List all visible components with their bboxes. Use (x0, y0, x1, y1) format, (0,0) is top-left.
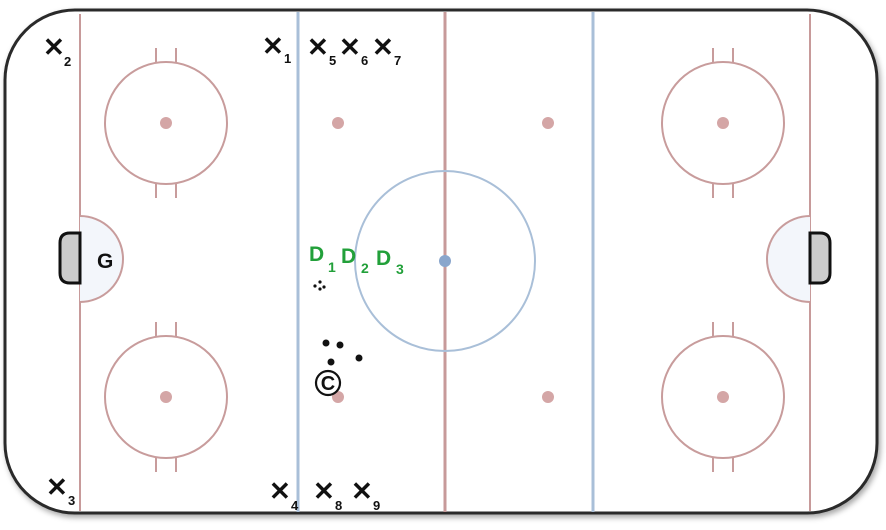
neutral-dot (332, 117, 344, 129)
faceoff-circle-left-bottom (104, 322, 228, 472)
svg-text:1: 1 (284, 51, 291, 66)
svg-text:6: 6 (361, 53, 368, 68)
svg-text:8: 8 (335, 498, 342, 513)
svg-text:✕: ✕ (307, 32, 329, 62)
svg-text:✕: ✕ (43, 32, 65, 62)
svg-text:9: 9 (373, 498, 380, 513)
svg-text:2: 2 (361, 260, 369, 276)
player-marker-1: ✕ 1 (262, 31, 291, 66)
faceoff-dot (160, 391, 172, 403)
defender-marker-3: D 3 (376, 247, 404, 277)
svg-text:✕: ✕ (262, 31, 284, 61)
faceoff-circle-right-bottom (661, 322, 785, 472)
svg-text:3: 3 (68, 493, 75, 508)
svg-text:D: D (341, 245, 356, 268)
svg-text:2: 2 (64, 54, 71, 69)
left-goal-net (58, 231, 82, 285)
svg-text:D: D (309, 243, 324, 266)
player-marker-9: ✕ 9 (351, 476, 380, 513)
coach-marker: C (314, 369, 342, 397)
svg-text:C: C (321, 373, 335, 395)
svg-text:5: 5 (329, 53, 336, 68)
faceoff-circle-right-top (661, 48, 785, 198)
center-faceoff-circle (354, 170, 536, 352)
player-marker-3: ✕ 3 (46, 472, 75, 508)
svg-text:✕: ✕ (351, 476, 373, 506)
goalie-label: G (97, 250, 113, 273)
player-marker-8: ✕ 8 (313, 476, 342, 513)
player-marker-7: ✕ 7 (372, 32, 401, 68)
right-goal-crease (766, 215, 811, 303)
faceoff-dot (717, 391, 729, 403)
player-marker-6: ✕ 6 (339, 32, 368, 68)
right-goal-net (808, 231, 832, 285)
svg-text:✕: ✕ (269, 476, 291, 506)
neutral-dot (542, 117, 554, 129)
player-marker-2: ✕ 2 (43, 32, 71, 69)
left-goal-crease (79, 215, 124, 303)
pucks (322, 339, 363, 366)
center-faceoff-dot (439, 255, 451, 267)
svg-text:✕: ✕ (339, 32, 361, 62)
player-marker-4: ✕ 4 (269, 476, 299, 513)
defender-marker-2: D 2 (341, 245, 369, 276)
faceoff-dot (160, 117, 172, 129)
svg-text:D: D (376, 247, 391, 270)
svg-text:✕: ✕ (46, 472, 68, 502)
svg-text:✕: ✕ (372, 32, 394, 62)
player-marker-5: ✕ 5 (307, 32, 336, 68)
faceoff-circle-left-top (104, 48, 228, 198)
faceoff-dot (717, 117, 729, 129)
svg-text:1: 1 (328, 259, 336, 275)
svg-text:3: 3 (396, 261, 404, 277)
svg-text:✕: ✕ (313, 476, 335, 506)
neutral-dot (542, 391, 554, 403)
puck-pile (313, 280, 326, 291)
svg-text:4: 4 (291, 498, 299, 513)
svg-text:7: 7 (394, 53, 401, 68)
defender-marker-1: D 1 (309, 243, 336, 275)
